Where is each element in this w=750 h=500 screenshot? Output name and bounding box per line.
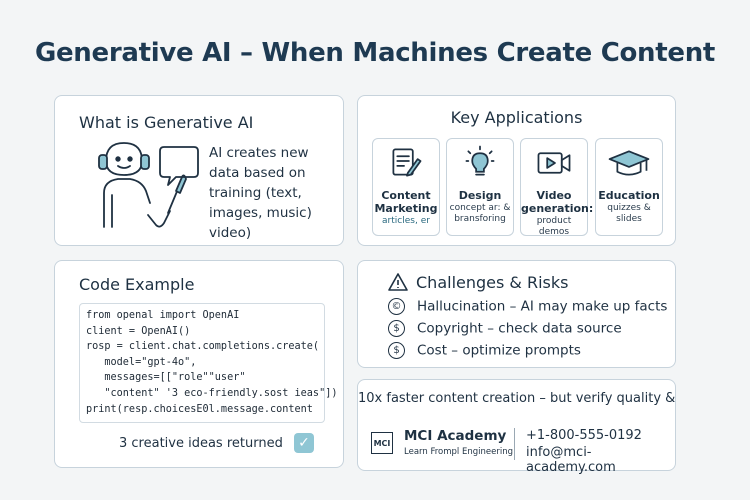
desc-line: video) xyxy=(209,225,252,241)
desc-line: images, music) xyxy=(209,205,312,221)
what-is-description: AI creates new data based on training (t… xyxy=(209,143,341,243)
robot-painter-icon xyxy=(98,142,199,228)
tagline: 10x faster content creation – but verify… xyxy=(358,391,676,406)
challenges-card: Challenges & Risks © Hallucination – AI m… xyxy=(357,260,676,368)
divider xyxy=(514,428,515,460)
app-title: Video generation: product demos xyxy=(521,189,594,237)
checkmark-icon: ✓ xyxy=(294,433,314,453)
app-content-marketing: Content Marketing articles, er xyxy=(372,138,440,236)
what-is-card: What is Generative AI AI creates new dat… xyxy=(54,95,344,246)
challenges-heading: Challenges & Risks xyxy=(416,273,569,292)
copyright-icon: © xyxy=(388,298,405,315)
code-result-text: 3 creative ideas returned xyxy=(119,436,283,451)
organization-subtitle: Learn Frompl Engineering xyxy=(404,447,513,457)
graduation-cap-icon xyxy=(608,150,650,176)
code-line: from openal import OpenAI xyxy=(86,310,240,321)
footer-card: 10x faster content creation – but verify… xyxy=(357,379,676,475)
challenge-item: $ Copyright – check data source xyxy=(388,320,622,337)
desc-line: data based on xyxy=(209,165,306,181)
key-applications-card: Key Applications Content Marketing artic… xyxy=(357,95,676,246)
code-line: print(resp.choicesE0l.message.content xyxy=(86,403,313,415)
app-subtitle: concept ar: & bransforing xyxy=(449,203,511,224)
code-line: "content" '3 eco-friendly.sost ieas"]) xyxy=(86,387,338,399)
app-video-generation: Video generation: product demos xyxy=(520,138,594,237)
app-education: Education quizzes & slides xyxy=(595,138,663,236)
code-line: rosp = client.chat.completions.create( xyxy=(86,341,320,353)
code-line: messages=[["role""user" xyxy=(86,372,246,384)
code-line: model="gpt-4o", xyxy=(86,356,197,368)
app-subtitle: product demos xyxy=(536,216,572,237)
dollar-icon: $ xyxy=(388,320,405,337)
code-example-card: Code Example from openal import OpenAI cl… xyxy=(54,260,344,468)
email-address[interactable]: info@mci-academy.com xyxy=(526,445,616,475)
app-subtitle: quizzes & slides xyxy=(607,203,651,224)
app-title: Education quizzes & slides xyxy=(596,189,662,225)
organization-name: MCI Academy xyxy=(404,428,507,444)
challenge-text: Hallucination – AI may make up facts xyxy=(417,298,668,315)
lightbulb-icon xyxy=(465,145,495,176)
code-example-heading: Code Example xyxy=(79,275,195,294)
app-title: Content Marketing articles, er xyxy=(374,189,438,226)
mci-logo: MCI xyxy=(371,432,393,454)
challenge-text: Copyright – check data source xyxy=(417,320,622,337)
app-subtitle: articles, er xyxy=(382,216,430,226)
dollar-icon: $ xyxy=(388,342,405,359)
key-applications-heading: Key Applications xyxy=(450,108,583,127)
code-block: from openal import OpenAI client = OpenAI… xyxy=(79,303,338,423)
document-pen-icon xyxy=(392,148,422,177)
challenge-item: $ Cost – optimize prompts xyxy=(388,342,581,359)
page-title: Generative AI – When Machines Create Con… xyxy=(34,38,716,68)
phone-number[interactable]: +1-800-555-0192 xyxy=(526,428,642,443)
app-design: Design concept ar: & bransforing xyxy=(446,138,514,236)
desc-line: training (text, xyxy=(209,185,302,201)
what-is-heading: What is Generative AI xyxy=(79,113,254,132)
warning-icon xyxy=(388,273,408,291)
code-line: client = OpenAI() xyxy=(86,325,191,337)
challenge-text: Cost – optimize prompts xyxy=(417,342,581,359)
video-camera-icon xyxy=(537,152,571,174)
desc-line: AI creates new xyxy=(209,145,309,161)
app-title: Design concept ar: & bransforing xyxy=(447,189,513,225)
challenge-item: © Hallucination – AI may make up facts xyxy=(388,298,667,315)
